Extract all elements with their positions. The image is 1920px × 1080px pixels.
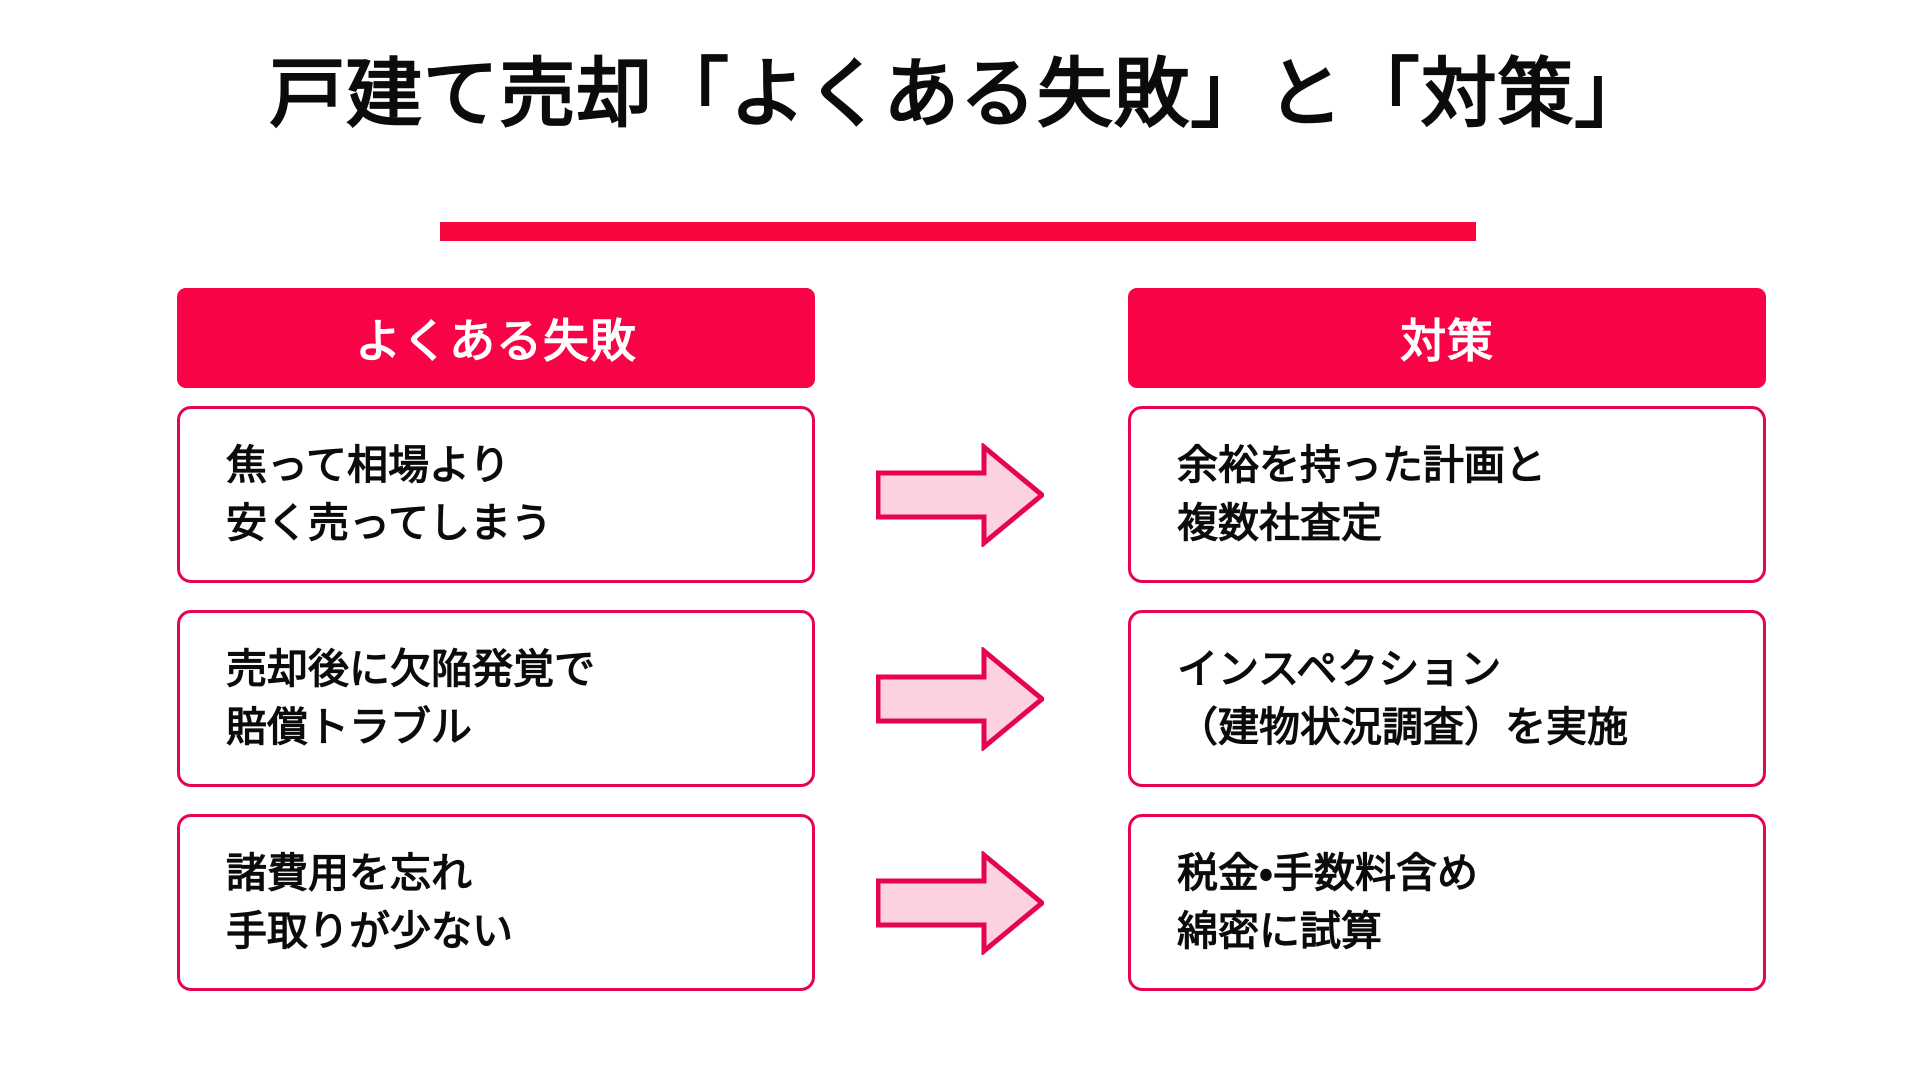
arrow-right-icon-row-2 [876,647,1044,751]
countermeasure-card-3: 税金・手数料含め 綿密に試算 [1128,814,1766,991]
mistake-card-3-line-1: 諸費用を忘れ [226,850,472,897]
title-block: 戸建て売却「よくある失敗」と「対策」 [0,52,1920,137]
mistake-card-2: 売却後に欠陥発覚で 賠償トラブル [177,610,815,787]
countermeasure-card-2-line-2: （建物状況調査）を実施 [1177,703,1628,750]
mistake-card-2-line-2: 賠償トラブル [226,703,472,750]
mistake-card-1-line-1: 焦って相場より [226,442,511,489]
countermeasure-card-1-line-2: 複数社査定 [1177,499,1382,546]
countermeasure-card-1: 余裕を持った計画と 複数社査定 [1128,406,1766,583]
column-header-common-mistakes: よくある失敗 [177,288,815,388]
mistake-card-1: 焦って相場より 安く売ってしまう [177,406,815,583]
countermeasure-card-3-line-1: 税金・手数料含め [1177,850,1478,897]
countermeasure-card-3-line-2: 綿密に試算 [1177,907,1382,954]
column-header-countermeasures: 対策 [1128,288,1766,388]
title-underline-bar [440,222,1476,241]
countermeasure-card-1-line-1: 余裕を持った計画と [1177,442,1546,489]
countermeasure-card-2: インスペクション （建物状況調査）を実施 [1128,610,1766,787]
mistake-card-3-line-2: 手取りが少ない [226,907,513,954]
page-title: 戸建て売却「よくある失敗」と「対策」 [269,52,1651,137]
mistake-card-1-line-2: 安く売ってしまう [226,499,552,546]
column-common-mistakes: よくある失敗 焦って相場より 安く売ってしまう 売却後に欠陥発覚で 賠償トラブル… [177,288,815,991]
column-countermeasures: 対策 余裕を持った計画と 複数社査定 インスペクション （建物状況調査）を実施 … [1128,288,1766,991]
mistake-card-3: 諸費用を忘れ 手取りが少ない [177,814,815,991]
arrow-right-icon-row-3 [876,851,1044,955]
mistake-card-2-line-1: 売却後に欠陥発覚で [226,646,595,693]
countermeasure-card-2-line-1: インスペクション [1177,646,1502,693]
arrow-right-icon-row-1 [876,443,1044,547]
